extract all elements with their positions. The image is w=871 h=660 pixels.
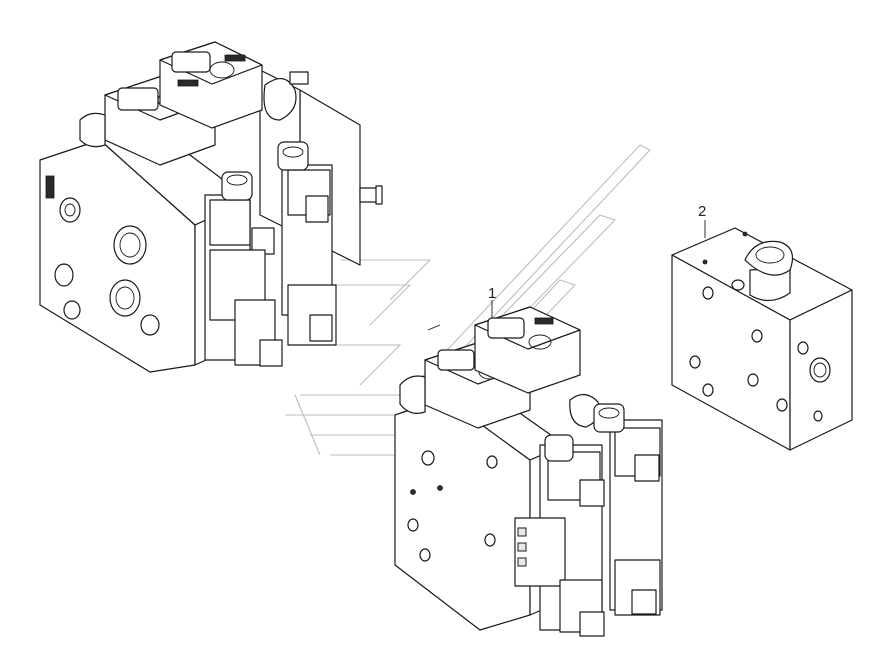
valve-assembly-complete: [39, 41, 383, 373]
callout-label-2: 2: [698, 203, 707, 220]
part-2-manifold-block: [671, 220, 853, 451]
part-1-valve-assembly: [394, 300, 663, 637]
callout-label-1: 1: [488, 285, 497, 302]
